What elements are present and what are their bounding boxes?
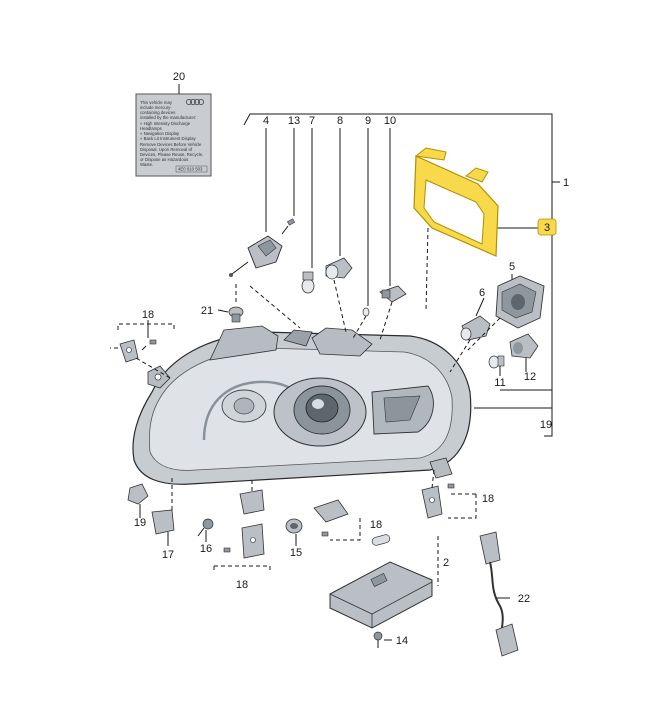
repair-bracket-right [421, 483, 455, 519]
callout-6: 6 [479, 287, 485, 299]
label-line: or Dispose as Hazardous [140, 157, 188, 162]
callout-16: 16 [200, 543, 212, 555]
bulb-socket-8 [325, 257, 353, 280]
ballast-unit-2 [329, 534, 433, 629]
screw-16 [197, 518, 214, 537]
callout-9: 9 [365, 115, 371, 127]
label-line: » Navigation Display [140, 131, 180, 136]
screw-13 [281, 218, 296, 235]
label-line: include mercury- [140, 105, 172, 110]
callout-18-middle: 18 [370, 519, 382, 531]
repair-bracket-bottom [223, 489, 265, 559]
callout-1: 1 [563, 177, 569, 189]
label-line: Waste. [140, 162, 153, 167]
label-part-code: 4E0 010 503 [178, 167, 203, 172]
label-line: » Back Lit Instrument Display [140, 136, 196, 141]
label-line: Remove Devices Before Vehicle [140, 142, 202, 147]
audi-rings-logo [186, 99, 204, 105]
leveling-motor [229, 235, 283, 277]
callout-19-right: 19 [540, 419, 552, 431]
label-line: This vehicle may [140, 100, 173, 105]
igniter-5 [495, 275, 545, 329]
bulb-11 [488, 355, 505, 369]
callout-labels: 20 4 13 7 8 9 10 1 3 5 6 21 18 11 12 19 … [134, 71, 569, 647]
callout-18-right: 18 [482, 493, 494, 505]
wiring-harness-22 [479, 531, 519, 657]
callout-5: 5 [509, 261, 515, 273]
repair-bracket-middle [313, 499, 349, 537]
callout-3-highlight: 3 [537, 218, 557, 236]
bulb-6 [460, 315, 491, 341]
callout-7: 7 [309, 115, 315, 127]
callout-18-top-left: 18 [142, 309, 154, 321]
callout-14: 14 [396, 635, 408, 647]
control-unit-frame-highlighted [413, 147, 499, 257]
callout-2: 2 [443, 557, 449, 569]
bulb-7 [301, 271, 315, 294]
grommet-15 [285, 518, 303, 534]
label-line: Headlamps [140, 126, 162, 131]
label-line: Disposal. Upon Removal of [140, 147, 193, 152]
callout-8: 8 [337, 115, 343, 127]
label-line: installed by the manufacturer: [140, 115, 196, 120]
callout-21: 21 [201, 305, 213, 317]
headlamp-housing [132, 325, 472, 485]
callout-20: 20 [173, 71, 185, 83]
callout-10: 10 [384, 115, 396, 127]
mercury-warning-label: This vehicle may include mercury- contai… [135, 84, 212, 177]
callout-15: 15 [290, 547, 302, 559]
socket-12 [509, 333, 539, 359]
small-bulb-9 [362, 307, 370, 317]
cap-21 [228, 306, 244, 323]
bracket-17 [151, 509, 175, 535]
callout-3: 3 [544, 222, 550, 234]
screw-14 [373, 631, 383, 648]
callout-18-bottom: 18 [236, 579, 248, 591]
dashed-guides [110, 227, 501, 586]
leader-lines [139, 128, 527, 641]
callout-22: 22 [518, 593, 530, 605]
repair-bracket-left [119, 339, 157, 363]
callout-17: 17 [162, 549, 174, 561]
label-line: » High Intensity Discharge [140, 121, 191, 126]
callout-11: 11 [494, 377, 505, 389]
clip-19 [127, 483, 149, 505]
callout-12: 12 [524, 371, 536, 383]
callout-4: 4 [263, 115, 269, 127]
bulb-holder-10 [379, 285, 407, 303]
callout-13: 13 [288, 115, 300, 127]
label-line: containing devices [140, 110, 175, 115]
callout-19-left: 19 [134, 517, 146, 529]
label-line: Devices, Please Reuse, Recycle, [140, 152, 203, 157]
